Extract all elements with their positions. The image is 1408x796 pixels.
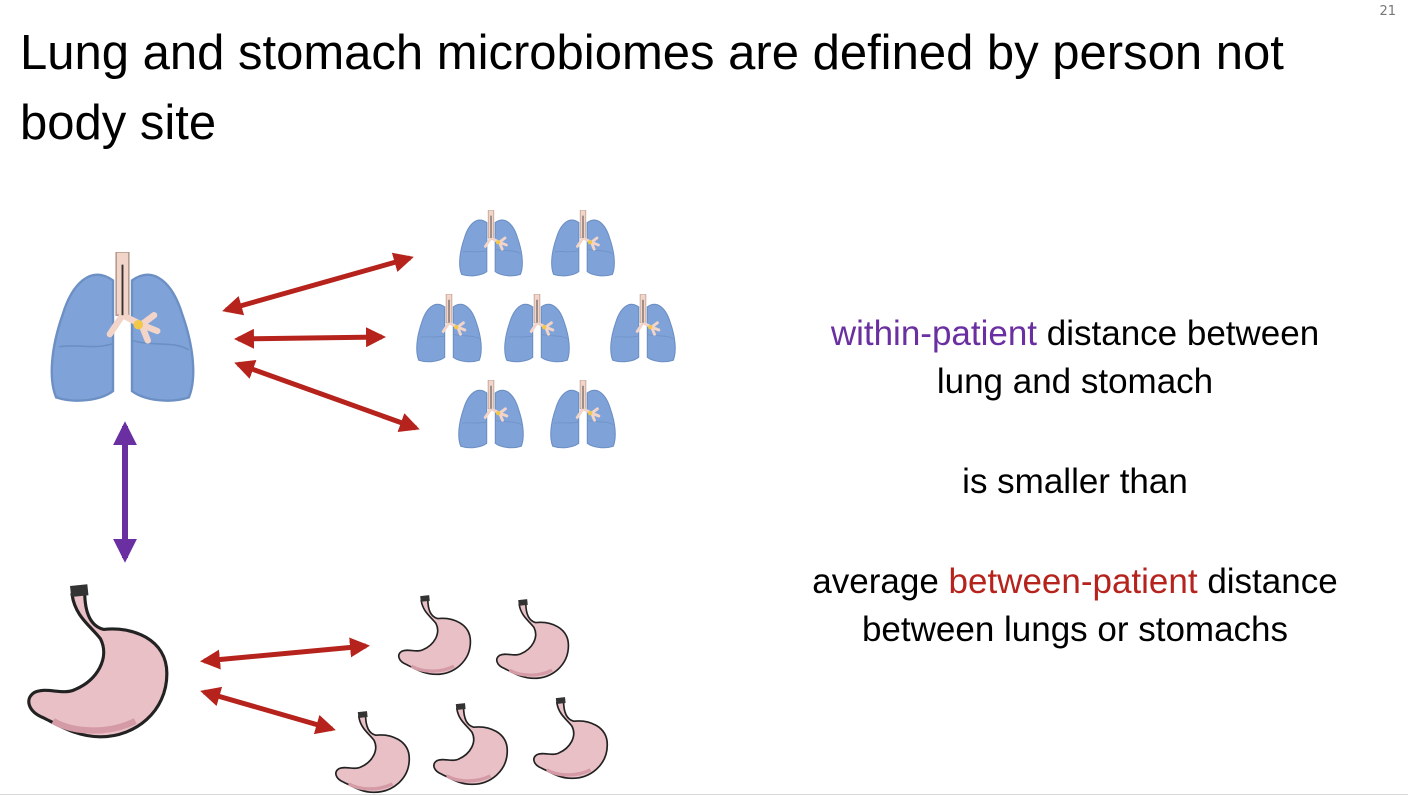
main-lung-icon <box>52 252 193 401</box>
double-arrow-icon <box>200 637 370 670</box>
stomach-icon <box>495 598 571 680</box>
statement-text: average <box>812 562 949 601</box>
statement-line-4: average between-patient distance <box>740 558 1408 606</box>
between-patient-highlight: between-patient <box>948 562 1198 601</box>
statement-text: distance <box>1197 562 1338 601</box>
statement-line-3: is smaller than <box>962 462 1188 501</box>
statement-line-1: within-patient distance between <box>740 310 1408 358</box>
main-stomach-icon <box>29 584 167 737</box>
lung-icon <box>549 380 617 450</box>
statement-text: distance between <box>1037 314 1320 353</box>
stomach-icon <box>532 696 610 780</box>
double-arrow-icon <box>222 252 414 316</box>
stomach-icon <box>397 594 473 676</box>
lung-icon <box>503 294 571 364</box>
slide-title: Lung and stomach microbiomes are defined… <box>20 26 1284 150</box>
statement: within-patient distance between lung and… <box>740 310 1408 654</box>
double-arrow-icon <box>200 686 336 735</box>
within-patient-highlight: within-patient <box>830 314 1038 353</box>
stomach-icon <box>334 710 412 794</box>
slide-number: 21 <box>1379 4 1396 19</box>
double-arrow-icon <box>234 360 420 432</box>
statement-line-2: lung and stomach <box>936 362 1214 401</box>
lung-icon <box>457 380 525 450</box>
lung-icon <box>415 294 483 364</box>
footer-divider <box>0 794 1408 795</box>
stomach-icon <box>432 702 510 786</box>
statement-line-5: between lungs or stomachs <box>861 610 1289 649</box>
double-arrow-icon <box>234 327 386 349</box>
lung-icon <box>609 294 677 364</box>
lung-icon <box>550 210 616 278</box>
lung-icon <box>458 210 524 278</box>
